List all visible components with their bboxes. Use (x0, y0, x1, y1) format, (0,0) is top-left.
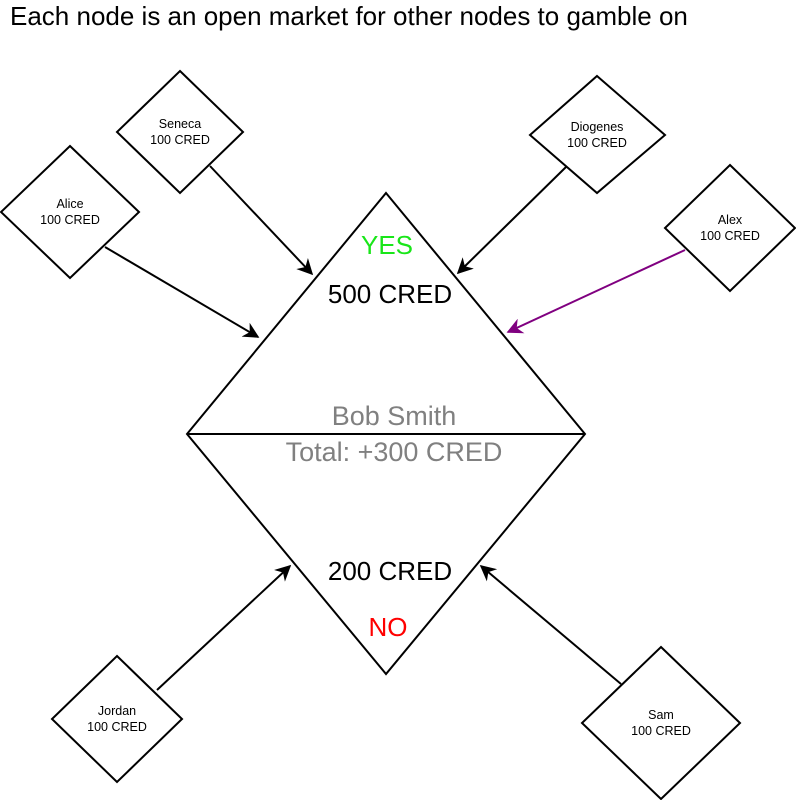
node-diogenes[interactable]: Diogenes 100 CRED (528, 74, 667, 195)
node-sam[interactable]: Sam 100 CRED (580, 645, 742, 800)
node-sam-cred: 100 CRED (631, 724, 691, 738)
edge-diogenes-to-yes (456, 166, 567, 275)
edge-sam-to-no (479, 564, 622, 685)
node-sam-name: Sam (648, 708, 674, 722)
no-label: NO (369, 612, 408, 642)
node-alice[interactable]: Alice 100 CRED (0, 144, 141, 280)
node-alex-diamond (663, 163, 796, 293)
edge-seneca-to-yes (209, 165, 314, 276)
node-sam-diamond (580, 645, 742, 800)
no-amount: 200 CRED (328, 556, 452, 586)
node-seneca-diamond (115, 69, 245, 195)
node-diogenes-cred: 100 CRED (567, 136, 627, 150)
diagram-title: Each node is an open market for other no… (10, 1, 688, 31)
node-diogenes-diamond (528, 74, 667, 195)
node-jordan-cred: 100 CRED (87, 720, 147, 734)
node-seneca[interactable]: Seneca 100 CRED (115, 69, 245, 195)
node-jordan-diamond (50, 654, 184, 784)
node-seneca-name: Seneca (159, 117, 201, 131)
node-jordan-name: Jordan (98, 704, 136, 718)
edge-alex-to-yes (506, 249, 686, 334)
edge-alice-to-yes (104, 246, 260, 338)
yes-label: YES (361, 230, 413, 260)
node-alex-cred: 100 CRED (700, 229, 760, 243)
node-alice-name: Alice (56, 197, 83, 211)
node-diogenes-name: Diogenes (571, 120, 624, 134)
yes-amount: 500 CRED (328, 279, 452, 309)
node-alice-diamond (0, 144, 141, 280)
node-seneca-cred: 100 CRED (150, 133, 210, 147)
node-alex[interactable]: Alex 100 CRED (663, 163, 796, 293)
node-alex-name: Alex (718, 213, 743, 227)
node-alice-cred: 100 CRED (40, 213, 100, 227)
edge-jordan-to-no (156, 564, 292, 691)
center-node-total: Total: +300 CRED (286, 437, 503, 467)
center-node-name: Bob Smith (332, 401, 457, 431)
node-jordan[interactable]: Jordan 100 CRED (50, 654, 184, 784)
